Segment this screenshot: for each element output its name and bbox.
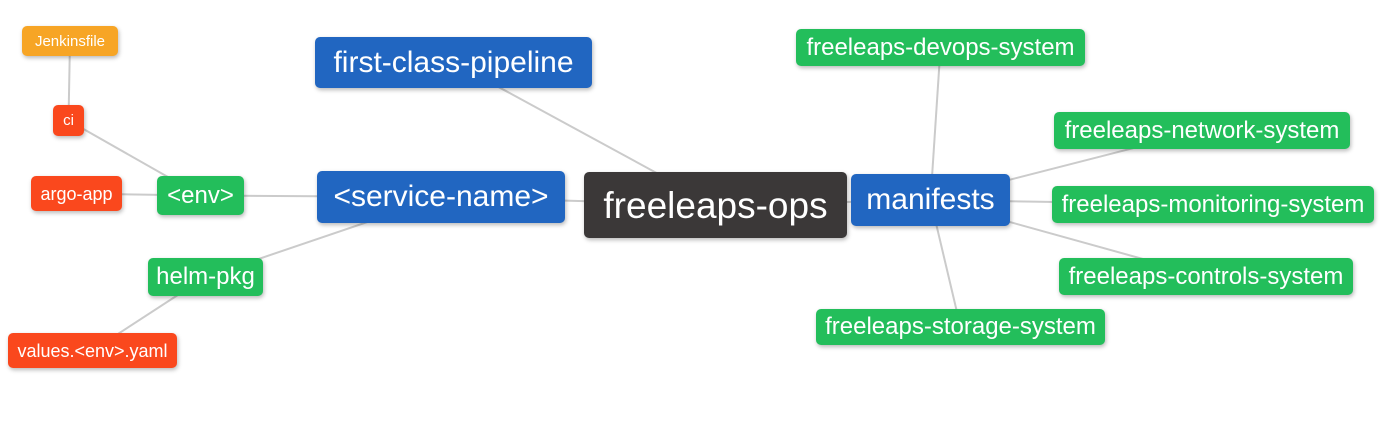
- node-first-class-pipeline[interactable]: first-class-pipeline: [315, 37, 592, 88]
- node-argo-app[interactable]: argo-app: [31, 176, 122, 211]
- node-network-system[interactable]: freeleaps-network-system: [1054, 112, 1350, 149]
- node-env[interactable]: <env>: [157, 176, 244, 215]
- node-jenkinsfile[interactable]: Jenkinsfile: [22, 26, 118, 56]
- node-manifests[interactable]: manifests: [851, 174, 1010, 226]
- node-freeleaps-ops[interactable]: freeleaps-ops: [584, 172, 847, 238]
- node-storage-system[interactable]: freeleaps-storage-system: [816, 309, 1105, 345]
- node-service-name[interactable]: <service-name>: [317, 171, 565, 223]
- node-values-env-yaml[interactable]: values.<env>.yaml: [8, 333, 177, 368]
- node-controls-system[interactable]: freeleaps-controls-system: [1059, 258, 1353, 295]
- node-ci[interactable]: ci: [53, 105, 84, 136]
- node-monitoring-system[interactable]: freeleaps-monitoring-system: [1052, 186, 1374, 223]
- node-devops-system[interactable]: freeleaps-devops-system: [796, 29, 1085, 66]
- node-helm-pkg[interactable]: helm-pkg: [148, 258, 263, 296]
